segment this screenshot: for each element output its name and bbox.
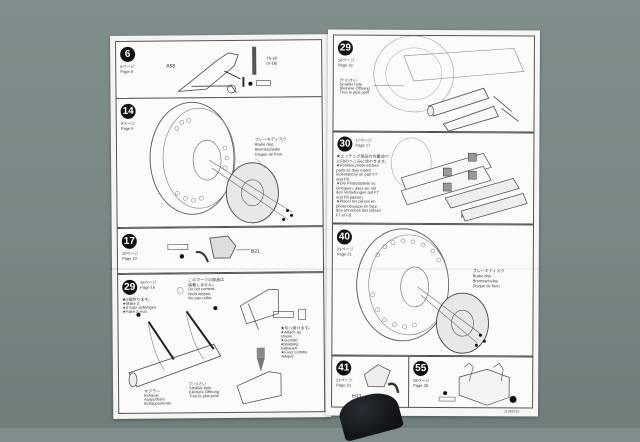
- step-29b-panel: 29 16ページ Page 16 穴 小さい Smaller hole Klei…: [332, 34, 535, 132]
- wheel-drawing: [117, 97, 323, 227]
- paper-fold-crease: [110, 268, 540, 270]
- photo-scene: 6 6ページ Page 6 A58 TS-29 (X-18) 14 9ページ P…: [0, 0, 640, 428]
- photo-etch-drawing: [333, 132, 533, 223]
- caliper-drawing: [118, 227, 323, 273]
- step-40-panel: 40 21ページ Page 21 ブレーキディスク Brake disc Bre…: [331, 223, 534, 356]
- sheet-code: 11362810: [504, 409, 519, 413]
- step-29-panel: 29 16ページ Page 16 ★2個作ります。 ★Make 2. ★2 Sa…: [117, 272, 325, 414]
- front-wheel-drawing: [332, 224, 533, 355]
- step-30-panel: 30 17ページ Page 17 ★エッチング部品の位置はF7 とF8のへこみに…: [332, 131, 534, 224]
- step-14-panel: 14 9ページ Page 9 ブレーキディスク Brake disc Brems…: [116, 96, 324, 228]
- step-6-panel: 6 6ページ Page 6 A58 TS-29 (X-18): [115, 39, 322, 99]
- instruction-page-right: 29 16ページ Page 16 穴 小さい Smaller hole Klei…: [326, 29, 540, 416]
- instruction-page-left: 6 6ページ Page 6 A58 TS-29 (X-18) 14 9ページ P…: [110, 34, 331, 419]
- frame-drawing: [116, 40, 321, 98]
- stand-drawing: [409, 357, 532, 408]
- exhaust-assembly-drawing: [333, 35, 533, 131]
- step-55-panel: 55 28ページ Page 28: [408, 356, 533, 409]
- exhaust-drawing: [118, 273, 324, 413]
- step-17-panel: 17 10ページ Page 10 B21: [117, 226, 324, 274]
